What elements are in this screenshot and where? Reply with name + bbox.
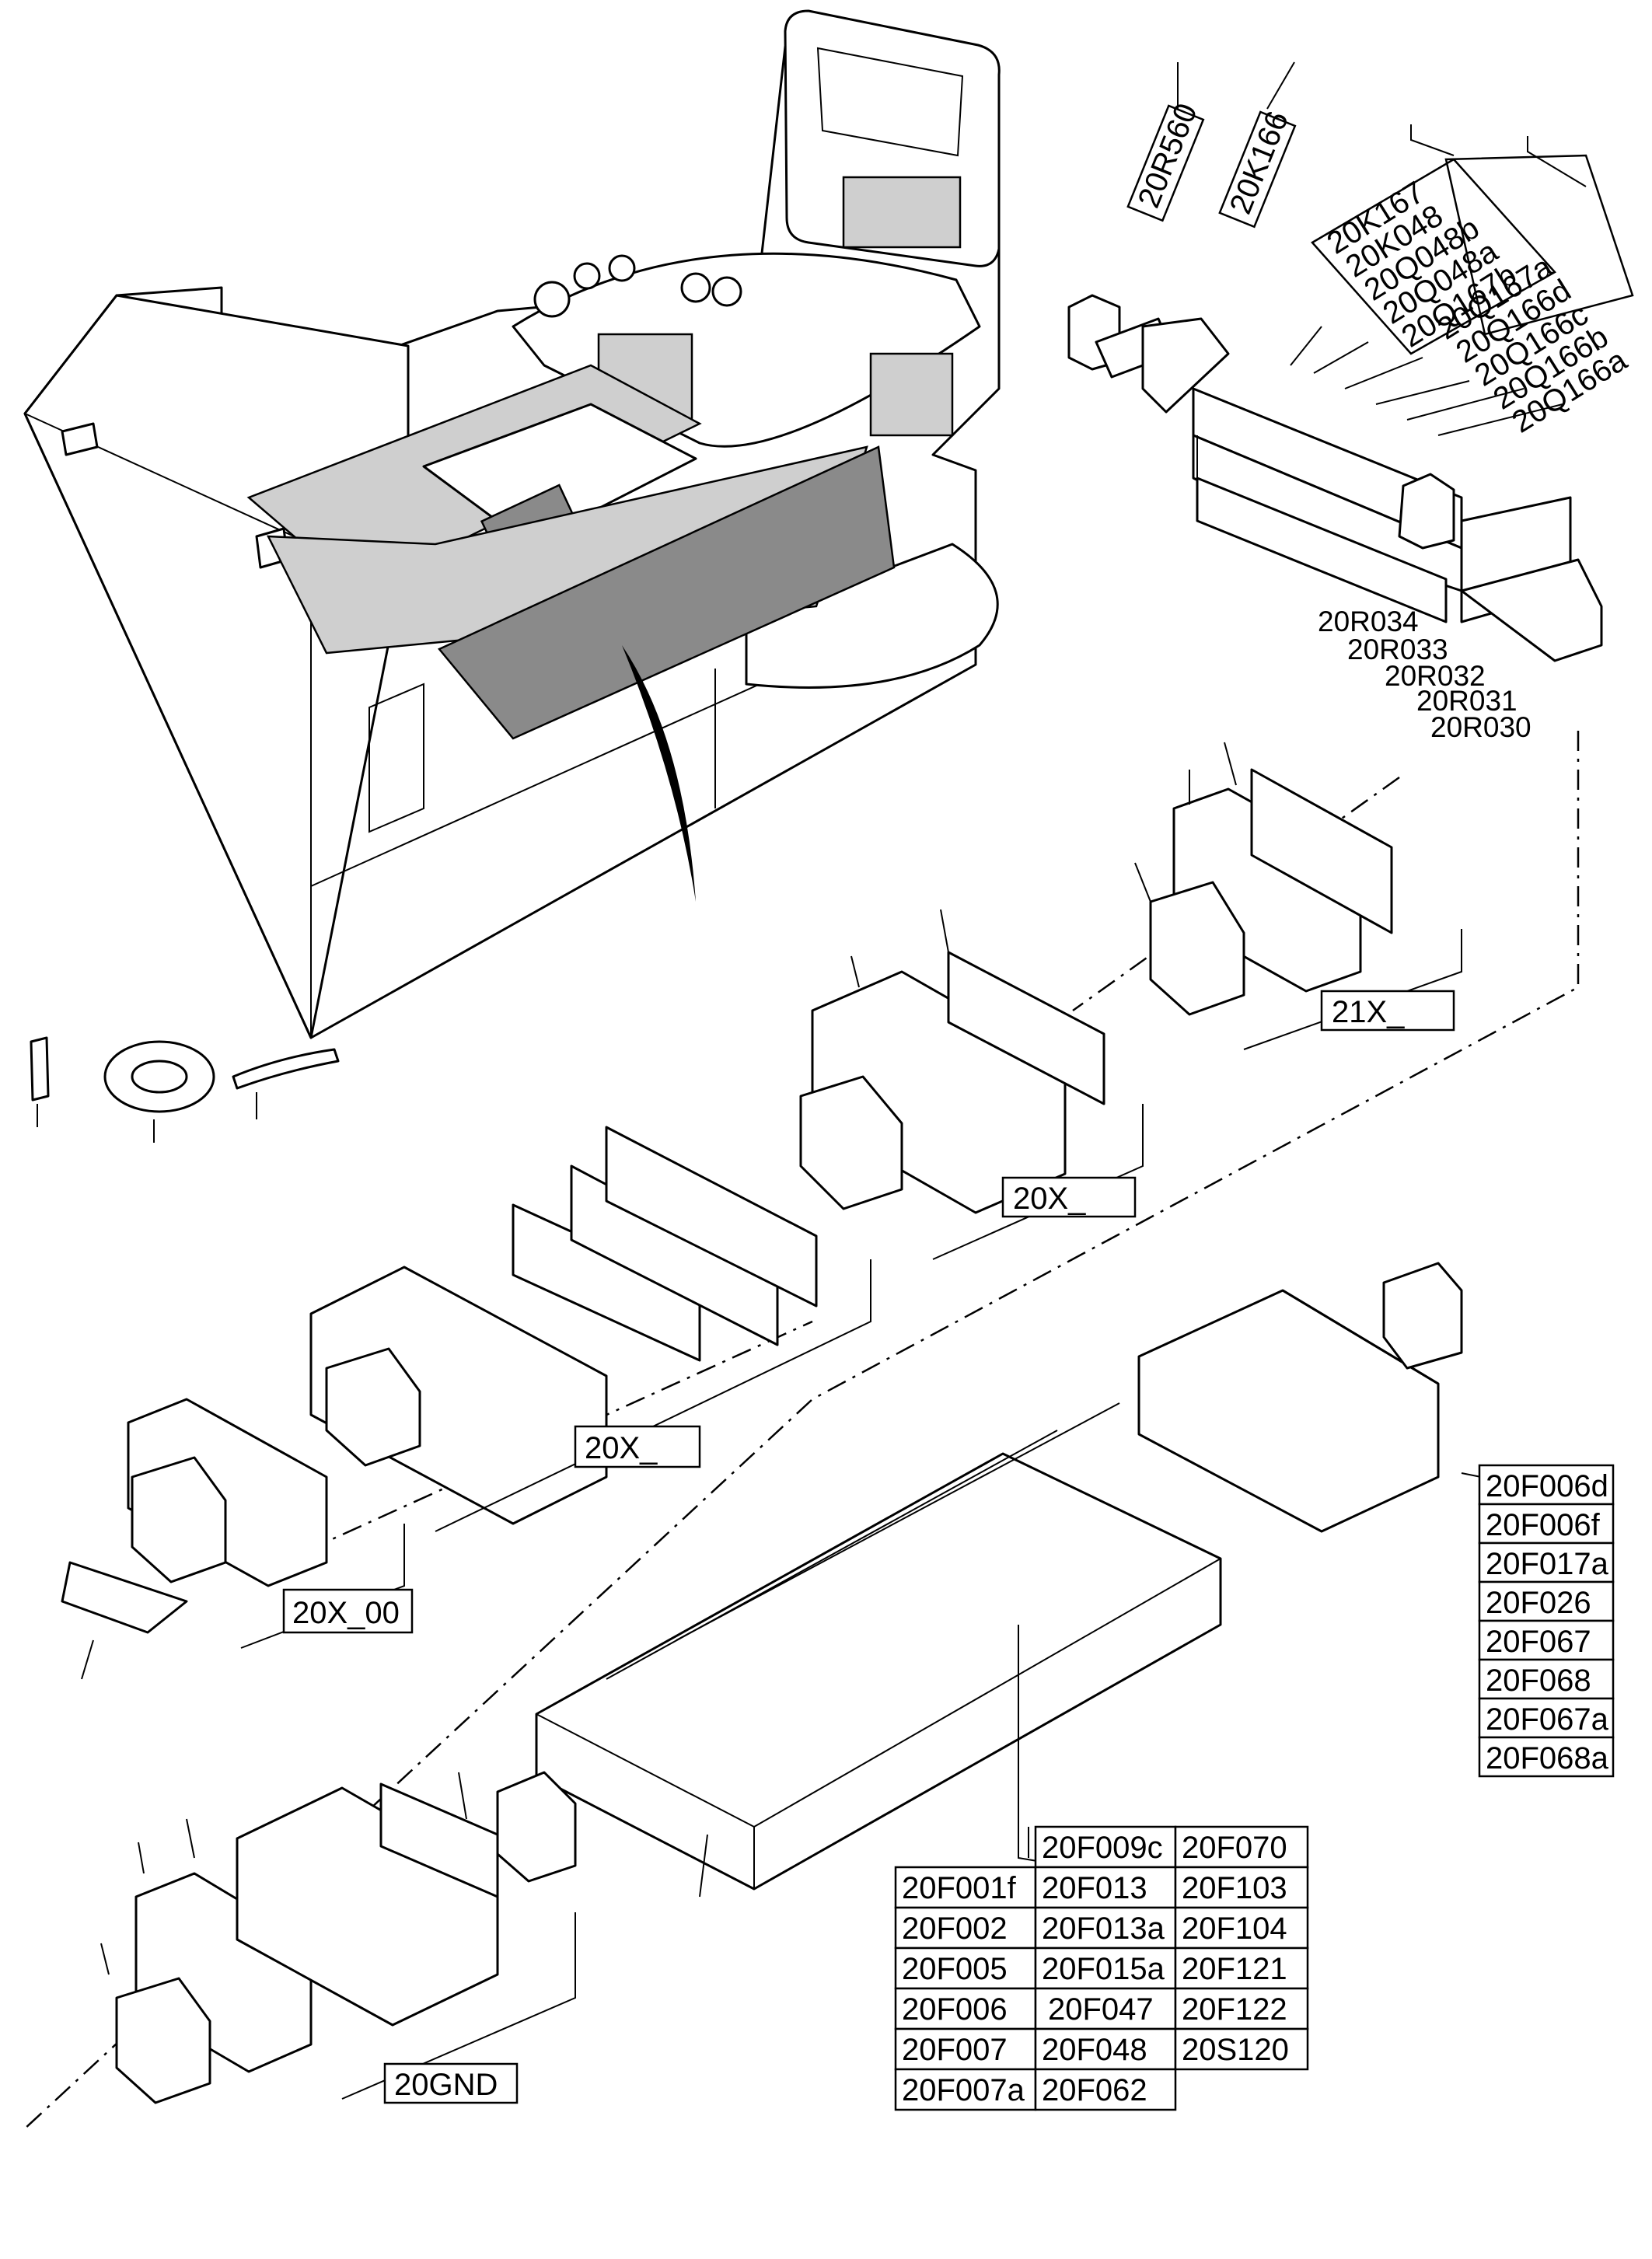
fuse-table-c3-2: 20F103	[1182, 1871, 1287, 1905]
group-label-20x-upper: 20X_	[1013, 1182, 1086, 1216]
large-fuse-block	[535, 1402, 1222, 1898]
group-label-20x-lower: 20X_	[585, 1431, 658, 1465]
fuse-label-right-6: 20F068	[1486, 1664, 1591, 1698]
terminal-group-gnd: 20GND	[100, 1771, 577, 2104]
relay-cluster	[1067, 294, 1603, 662]
fuse-label-column: 20F006d 20F006f 20F017a 20F026 20F067 20…	[1478, 1464, 1615, 1778]
fuse-table-c3-5: 20F122	[1182, 1992, 1287, 2027]
relay-label-k166: 20K166	[1224, 106, 1295, 218]
fuse-table-c3-3: 20F104	[1182, 1912, 1287, 1946]
resistor-label-4: 20R031	[1416, 685, 1518, 717]
fuse-table-c2-4: 20F015a	[1042, 1952, 1165, 1986]
group-label-gnd: 20GND	[394, 2068, 498, 2102]
loose-parts	[30, 1036, 340, 1143]
fuse-table-c1-5: 20F007	[902, 2033, 1008, 2067]
relay-vertical-labels: 20R560 20K166	[1126, 61, 1297, 229]
fuse-table-c1-2: 20F002	[902, 1912, 1008, 1946]
control-cabinet	[23, 9, 1001, 1039]
fuse-table: 20F001f 20F002 20F005 20F006 20F007 20F0…	[894, 1825, 1309, 2111]
terminal-group-20x-00: 20X_00	[61, 1398, 414, 1680]
fuse-table-c3-4: 20F121	[1182, 1952, 1287, 1986]
diagonal-label-stack: 20K167 20K048 20Q048b 20Q048a 20Q167b 20…	[1290, 124, 1634, 440]
terminal-group-21x: 21X_	[1134, 742, 1462, 1050]
fuse-table-c3-6: 20S120	[1182, 2033, 1289, 2067]
fuse-group-right	[1137, 1262, 1482, 1533]
fuse-label-right-3: 20F017a	[1486, 1547, 1609, 1581]
fuse-table-c1-4: 20F006	[902, 1992, 1008, 2027]
fuse-label-right-5: 20F067	[1486, 1625, 1591, 1659]
group-label-21x: 21X_	[1332, 995, 1405, 1029]
fuse-table-c1-6: 20F007a	[902, 2073, 1025, 2107]
fuse-table-c2-6: 20F048	[1042, 2033, 1147, 2067]
resistor-label-1: 20R034	[1318, 606, 1419, 637]
fuse-table-c1-3: 20F005	[902, 1952, 1008, 1986]
fuse-table-c2-1: 20F009c	[1042, 1831, 1163, 1865]
fuse-label-right-7: 20F067a	[1486, 1702, 1609, 1737]
resistor-label-3: 20R032	[1385, 660, 1486, 692]
fuse-label-right-4: 20F026	[1486, 1586, 1591, 1620]
fuse-table-c3-1: 20F070	[1182, 1831, 1287, 1865]
terminal-group-20x-upper: 20X_	[799, 909, 1144, 1260]
fuse-table-c1-1: 20F001f	[902, 1871, 1017, 1905]
fuse-table-c2-5: 20F047	[1048, 1992, 1154, 2027]
fuse-table-c2-2: 20F013	[1042, 1871, 1147, 1905]
relay-label-r560: 20R560	[1132, 99, 1204, 212]
group-label-20x-00: 20X_00	[292, 1596, 400, 1630]
resistor-label-5: 20R030	[1430, 711, 1532, 743]
resistor-label-2: 20R033	[1347, 634, 1448, 665]
fuse-table-c2-7: 20F062	[1042, 2073, 1147, 2107]
terminal-group-20x-lower: 20X_	[309, 1126, 871, 1532]
fuse-label-right-8: 20F068a	[1486, 1741, 1609, 1775]
resistor-labels: 20R034 20R033 20R032 20R031 20R030	[1318, 606, 1532, 743]
fuse-label-right-1: 20F006d	[1486, 1469, 1608, 1503]
fuse-label-right-2: 20F006f	[1486, 1508, 1601, 1542]
fuse-table-c2-3: 20F013a	[1042, 1912, 1165, 1946]
